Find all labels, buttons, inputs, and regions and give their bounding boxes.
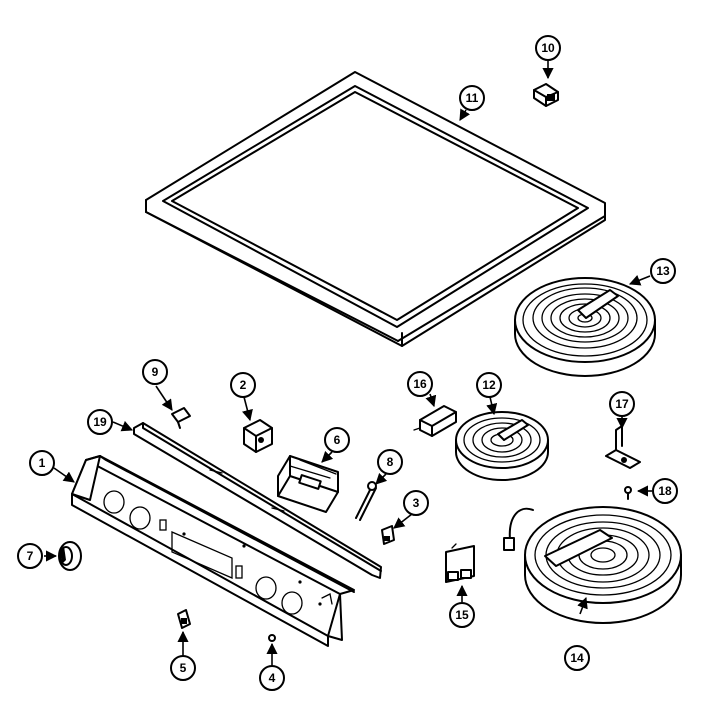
callout-16: 16	[407, 371, 433, 397]
svg-text:15: 15	[455, 608, 469, 622]
svg-text:17: 17	[615, 397, 629, 411]
callout-10: 10	[535, 35, 561, 61]
callout-15: 15	[449, 602, 475, 628]
callout-18: 18	[652, 478, 678, 504]
switch-part	[243, 419, 273, 453]
trim-strip-part	[133, 422, 382, 579]
svg-text:13: 13	[656, 264, 670, 278]
large-surface-element-part	[514, 277, 656, 377]
retainer-clip-part	[381, 525, 395, 545]
callout-12: 12	[476, 372, 502, 398]
svg-text:3: 3	[413, 496, 420, 510]
module-part	[445, 543, 475, 583]
svg-text:16: 16	[413, 377, 427, 391]
svg-text:7: 7	[27, 549, 34, 563]
cooktop-frame-part	[145, 71, 606, 347]
nut-part	[268, 634, 276, 642]
callout-2: 2	[230, 372, 256, 398]
svg-text:4: 4	[269, 671, 276, 685]
small-surface-element-part	[455, 411, 549, 481]
svg-text:5: 5	[180, 661, 187, 675]
callout-9: 9	[142, 359, 168, 385]
callout-6: 6	[324, 427, 350, 453]
svg-text:6: 6	[334, 433, 341, 447]
callout-11: 11	[459, 85, 485, 111]
callout-17: 17	[609, 391, 635, 417]
control-panel-part	[71, 455, 355, 647]
bracket-part	[605, 425, 641, 469]
callout-1: 1	[29, 450, 55, 476]
svg-text:11: 11	[466, 91, 479, 105]
timer-module-part	[277, 455, 339, 513]
svg-text:19: 19	[93, 415, 107, 429]
rocker-switch-part	[177, 609, 191, 629]
svg-text:1: 1	[39, 456, 46, 470]
screw-part	[624, 486, 632, 500]
clip-part	[533, 83, 559, 107]
callout-13: 13	[650, 258, 676, 284]
small-clip-part	[171, 407, 191, 429]
callout-14: 14	[564, 645, 590, 671]
svg-text:2: 2	[240, 378, 247, 392]
callout-19: 19	[87, 409, 113, 435]
svg-text:14: 14	[570, 651, 584, 665]
svg-text:10: 10	[541, 41, 555, 55]
rod-part	[355, 481, 377, 521]
callout-3: 3	[403, 490, 429, 516]
svg-text:8: 8	[387, 455, 394, 469]
knob-part	[58, 541, 82, 571]
svg-text:18: 18	[658, 484, 672, 498]
svg-text:9: 9	[152, 365, 159, 379]
surface-element-with-lead-part	[503, 506, 682, 624]
svg-text:12: 12	[482, 378, 496, 392]
callout-8: 8	[377, 449, 403, 475]
callout-5: 5	[170, 655, 196, 681]
callout-4: 4	[259, 665, 285, 691]
leader-lines	[44, 60, 652, 666]
callout-7: 7	[17, 543, 43, 569]
relay-block-part	[413, 405, 457, 437]
